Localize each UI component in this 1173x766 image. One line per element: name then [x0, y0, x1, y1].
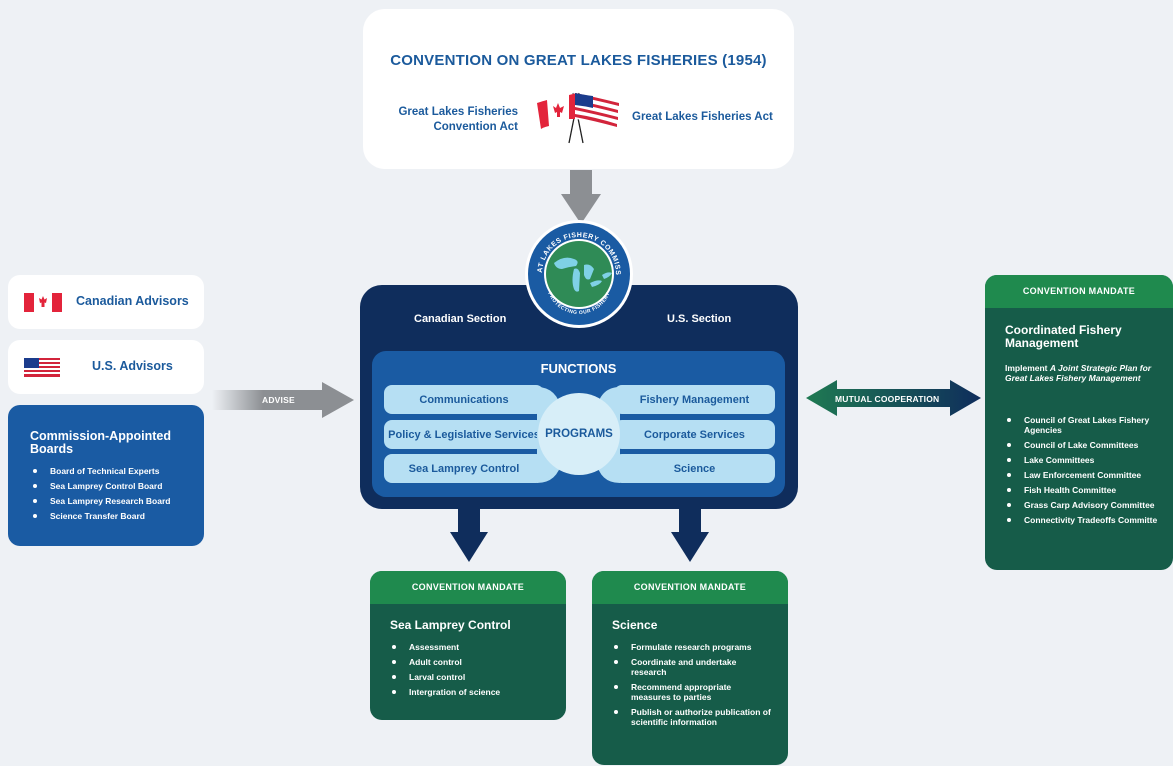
list-item: Science Transfer Board — [31, 511, 201, 521]
us-advisors-box: U.S. Advisors — [8, 340, 204, 394]
canadian-advisors-label: Canadian Advisors — [76, 294, 189, 308]
list-item: Adult control — [390, 657, 560, 667]
us-act-label: Great Lakes Fisheries Act — [632, 111, 773, 123]
boards-list: Board of Technical Experts Sea Lamprey C… — [31, 466, 201, 526]
mandate-header: CONVENTION MANDATE — [592, 571, 788, 604]
fishery-mandate-list: Council of Great Lakes Fishery Agencies … — [1005, 415, 1170, 530]
science-mandate: CONVENTION MANDATE Science Formulate res… — [592, 571, 788, 765]
function-science: Science — [614, 454, 775, 483]
canadian-advisors-box: Canadian Advisors — [8, 275, 204, 329]
programs-circle: PROGRAMS — [538, 393, 620, 475]
crossed-flags-icon — [537, 92, 619, 144]
function-corporate-services: Corporate Services — [614, 420, 775, 449]
glfc-logo: GREAT LAKES FISHERY COMMISSION PROTECTIN… — [524, 219, 633, 328]
list-item: Intergration of science — [390, 687, 560, 697]
mandate-header: CONVENTION MANDATE — [370, 571, 566, 604]
fishery-management-mandate: CONVENTION MANDATE Coordinated Fishery M… — [985, 275, 1173, 570]
list-item: Larval control — [390, 672, 560, 682]
list-item: Sea Lamprey Control Board — [31, 481, 201, 491]
convention-down-arrow — [561, 170, 601, 224]
canada-flag-icon — [24, 293, 62, 312]
functions-panel: FUNCTIONS Communications Policy & Legisl… — [372, 351, 785, 497]
mutual-cooperation-arrow — [806, 380, 981, 416]
mandate-title: Sea Lamprey Control — [390, 618, 511, 632]
list-item: Law Enforcement Committee — [1005, 470, 1170, 480]
commission-box: Canadian Section U.S. Section FUNCTIONS … — [360, 285, 798, 509]
list-item: Lake Committees — [1005, 455, 1170, 465]
boards-title: Commission-Appointed Boards — [30, 429, 171, 456]
subtitle-prefix: Implement — [1005, 363, 1050, 373]
function-communications: Communications — [384, 385, 544, 414]
lamprey-mandate-list: Assessment Adult control Larval control … — [390, 642, 560, 702]
list-item: Assessment — [390, 642, 560, 652]
convention-title: CONVENTION ON GREAT LAKES FISHERIES (195… — [390, 52, 767, 69]
functions-title: FUNCTIONS — [540, 361, 617, 376]
list-item: Fish Health Committee — [1005, 485, 1170, 495]
list-item: Board of Technical Experts — [31, 466, 201, 476]
list-item: Recommend appropriate measures to partie… — [612, 682, 772, 702]
us-section-label: U.S. Section — [667, 313, 732, 325]
commission-boards-box: Commission-Appointed Boards Board of Tec… — [8, 405, 204, 546]
list-item: Connectivity Tradeoffs Committe — [1005, 515, 1170, 525]
list-item: Council of Lake Committees — [1005, 440, 1170, 450]
us-advisors-label: U.S. Advisors — [92, 359, 173, 373]
canadian-section-label: Canadian Section — [414, 313, 507, 325]
function-policy-legislative: Policy & Legislative Services — [384, 420, 544, 449]
list-item: Publish or authorize publication of scie… — [612, 707, 772, 727]
science-mandate-list: Formulate research programs Coordinate a… — [612, 642, 772, 732]
lamprey-down-arrow — [450, 509, 488, 562]
list-item: Formulate research programs — [612, 642, 772, 652]
function-sea-lamprey-control: Sea Lamprey Control — [384, 454, 544, 483]
canada-act-label: Great Lakes Fisheries Convention Act — [398, 106, 518, 133]
subtitle-plan-name: A Joint Strategic Plan for Great Lakes F… — [1005, 363, 1152, 383]
sea-lamprey-mandate: CONVENTION MANDATE Sea Lamprey Control A… — [370, 571, 566, 720]
mandate-title: Science — [612, 618, 658, 632]
mutual-cooperation-label: MUTUAL COOPERATION — [835, 394, 940, 404]
mandate-title: Coordinated Fishery Management — [1005, 323, 1122, 350]
advise-label: ADVISE — [262, 395, 295, 405]
list-item: Grass Carp Advisory Committee — [1005, 500, 1170, 510]
list-item: Council of Great Lakes Fishery Agencies — [1005, 415, 1170, 435]
science-down-arrow — [671, 509, 709, 562]
mandate-subtitle: Implement A Joint Strategic Plan for Gre… — [1005, 363, 1165, 383]
us-flag-icon — [24, 358, 60, 377]
advise-arrow — [212, 382, 354, 418]
list-item: Coordinate and undertake research — [612, 657, 772, 677]
list-item: Sea Lamprey Research Board — [31, 496, 201, 506]
function-fishery-management: Fishery Management — [614, 385, 775, 414]
convention-box: CONVENTION ON GREAT LAKES FISHERIES (195… — [363, 9, 794, 169]
mandate-header: CONVENTION MANDATE — [985, 275, 1173, 308]
